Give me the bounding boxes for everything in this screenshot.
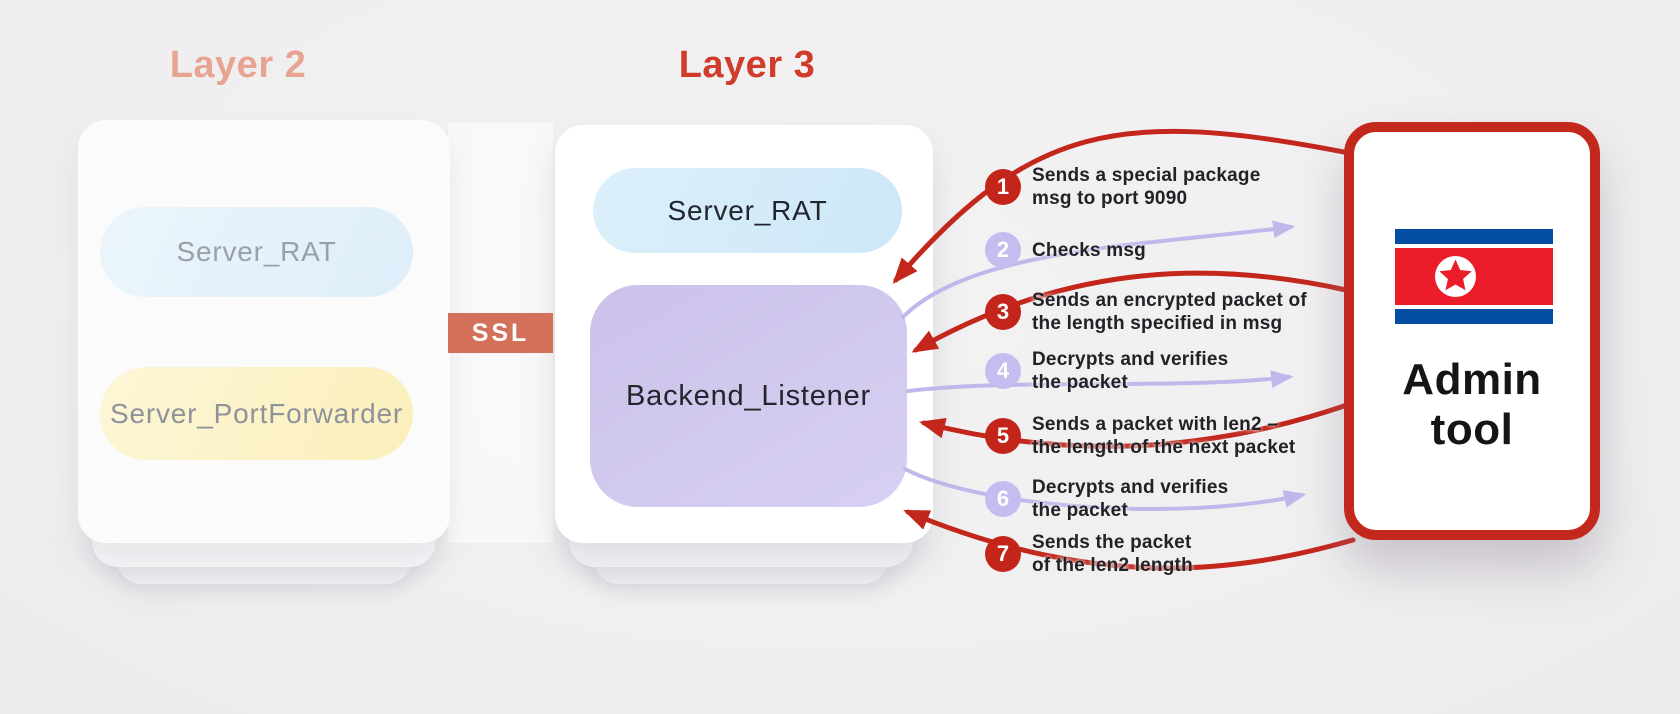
step-7-badge: 7 [985, 536, 1021, 572]
step-6-line1: Decrypts and verifies [1032, 477, 1229, 498]
step-3-badge: 3 [985, 294, 1021, 330]
step-4-line1: Decrypts and verifies [1032, 349, 1229, 370]
step-1-line2: msg to port 9090 [1032, 188, 1188, 209]
node-backend-listener-label: Backend_Listener [626, 379, 871, 412]
step-2-badge: 2 [985, 232, 1021, 268]
step-1-text: Sends a special package msg to port 9090 [1032, 164, 1322, 210]
admin-tool-box: Admin tool [1344, 122, 1600, 540]
flag-stripe-white-bottom [1395, 305, 1553, 309]
layer3-title: Layer 3 [678, 44, 816, 86]
step-5-line2: the length of the next packet [1032, 437, 1296, 458]
step-3-line1: Sends an encrypted packet of [1032, 290, 1307, 311]
step-4-badge: 4 [985, 353, 1021, 389]
step-6-badge: 6 [985, 481, 1021, 517]
step-3-line2: the length specified in msg [1032, 313, 1283, 334]
flag-star-icon [1439, 259, 1472, 291]
flag-stripe-blue-top [1395, 229, 1553, 244]
flag-stripe-white-top [1395, 244, 1553, 248]
layer2-card [78, 120, 450, 543]
step-5-badge: 5 [985, 418, 1021, 454]
step-4-text: Decrypts and verifies the packet [1032, 348, 1322, 394]
admin-label-line1: Admin [1402, 355, 1542, 404]
admin-tool-label: Admin tool [1354, 355, 1590, 455]
admin-label-line2: tool [1430, 405, 1514, 454]
step-5-text: Sends a packet with len2 – the length of… [1032, 413, 1322, 459]
step-7-line2: of the len2 length [1032, 555, 1193, 576]
node-server-rat-layer3-label: Server_RAT [667, 194, 828, 226]
step-2-text: Checks msg [1032, 227, 1322, 262]
step-7-line1: Sends the packet [1032, 532, 1192, 553]
node-server-rat-layer2-label: Server_RAT [176, 236, 337, 267]
node-server-portforwarder-label: Server_PortForwarder [110, 397, 403, 429]
flag-circle [1435, 256, 1476, 297]
node-server-portforwarder: Server_PortForwarder [100, 367, 413, 460]
step-6-line2: the packet [1032, 500, 1128, 521]
step-1-line1: Sends a special package [1032, 165, 1261, 186]
node-backend-listener: Backend_Listener [590, 285, 907, 507]
step-3-text: Sends an encrypted packet of the length … [1032, 289, 1322, 335]
ssl-badge: SSL [448, 313, 553, 353]
flag-stripe-blue-bottom [1395, 309, 1553, 324]
ssl-label: SSL [471, 318, 530, 347]
step-5-line1: Sends a packet with len2 – [1032, 414, 1278, 435]
node-server-rat-layer3: Server_RAT [593, 168, 902, 253]
step-7-text: Sends the packet of the len2 length [1032, 531, 1322, 577]
step-6-text: Decrypts and verifies the packet [1032, 476, 1322, 522]
layer2-title: Layer 2 [169, 44, 307, 86]
north-korea-flag-icon [1395, 229, 1553, 324]
node-server-rat-layer2: Server_RAT [100, 207, 413, 297]
step-1-badge: 1 [985, 169, 1021, 205]
step-2-line1: Checks msg [1032, 240, 1146, 261]
step-4-line2: the packet [1032, 372, 1128, 393]
